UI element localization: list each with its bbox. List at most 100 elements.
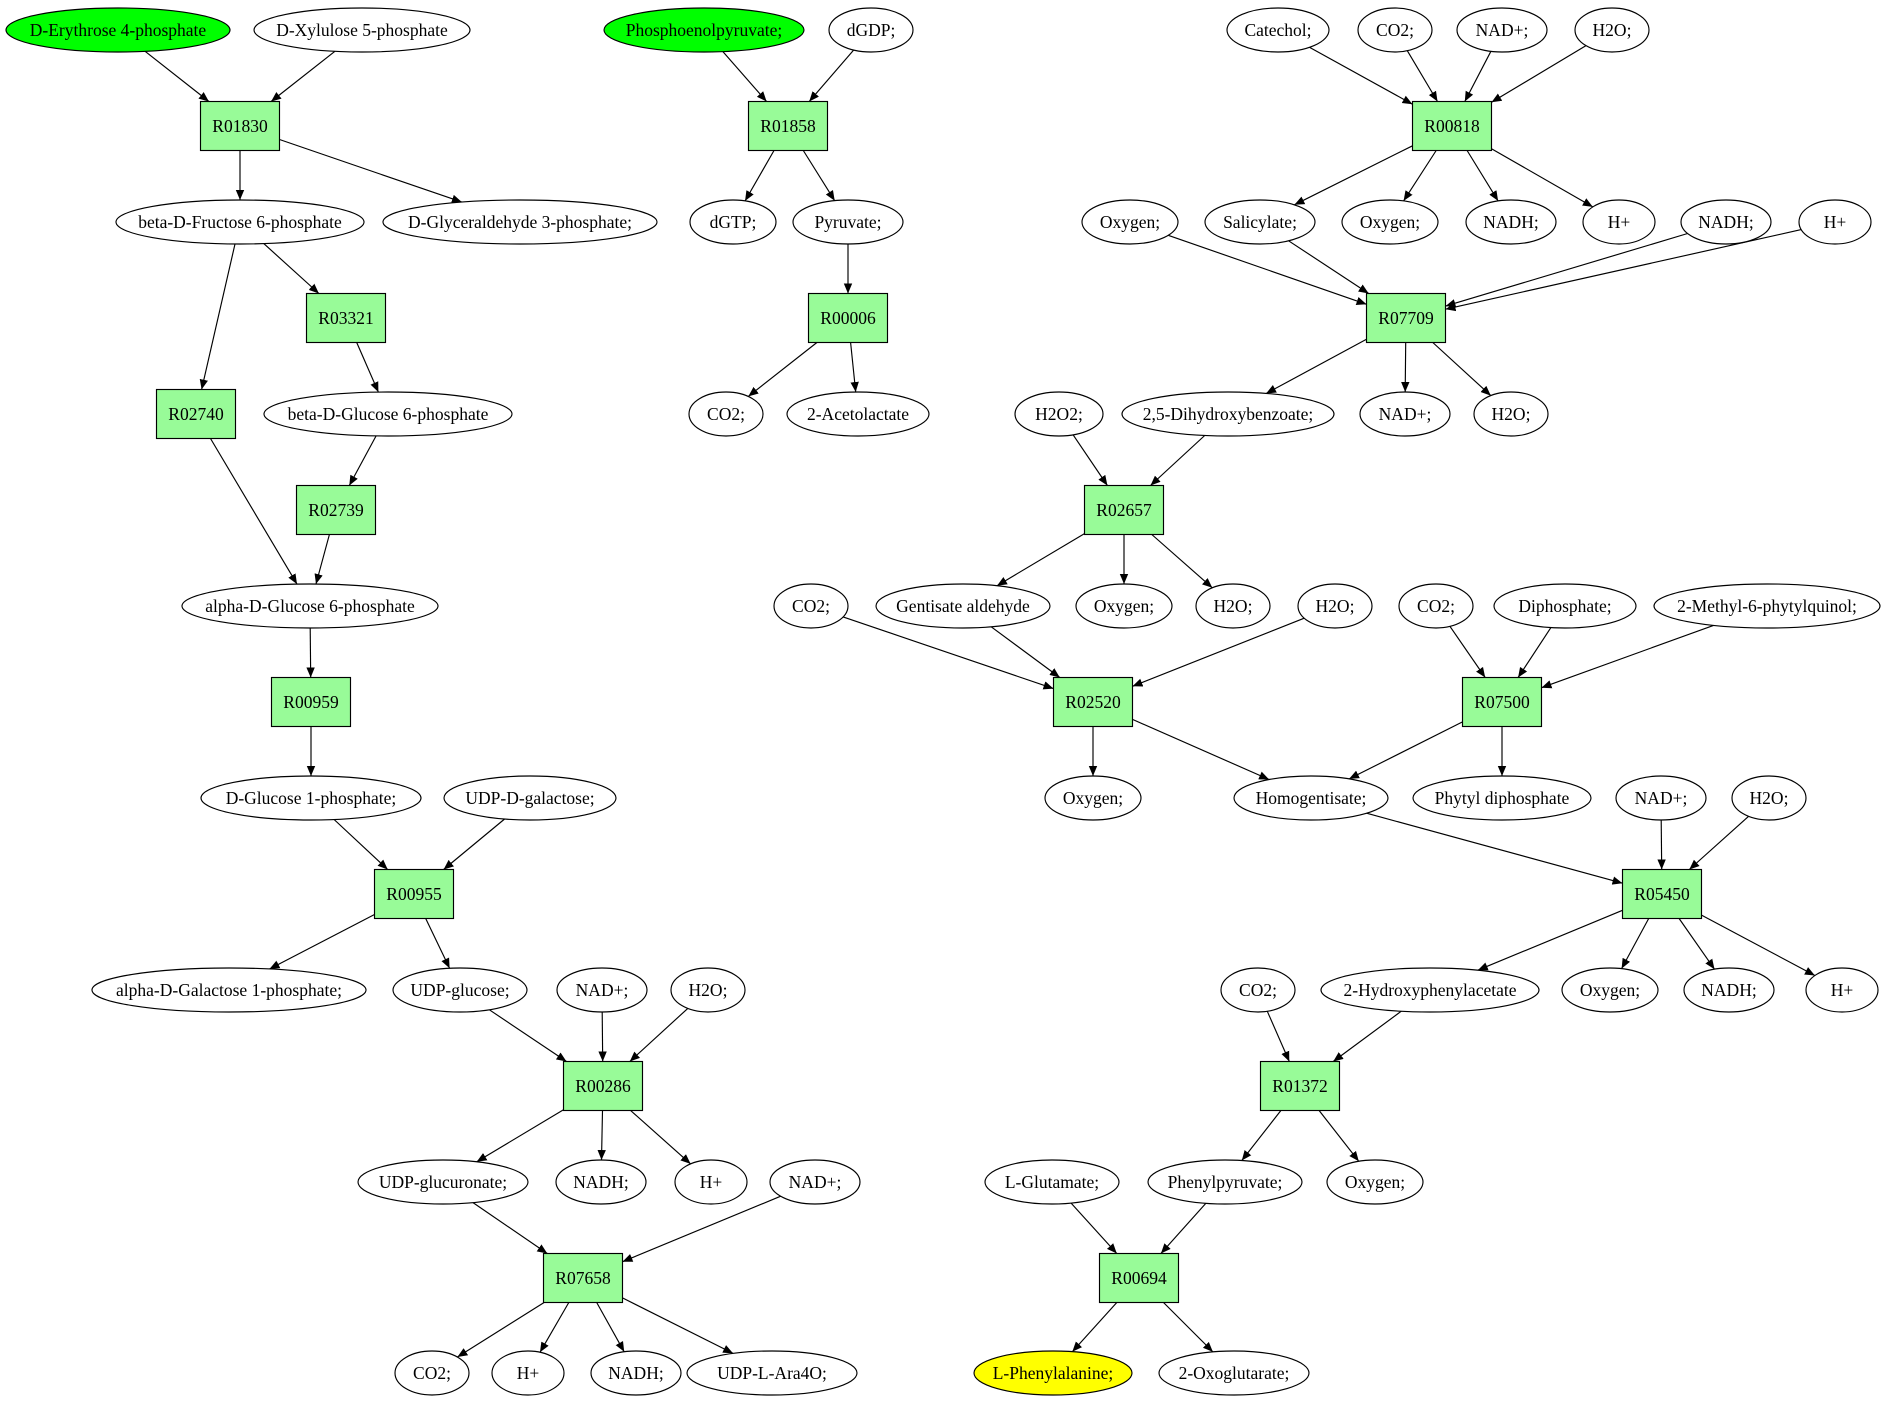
compound-node-c-hgs: Homogentisate; [1233, 775, 1389, 821]
edge-arrow [476, 1109, 564, 1163]
node-label: Homogentisate; [1256, 788, 1367, 808]
compound-ellipse [1561, 967, 1659, 1013]
edge-arrow [630, 1110, 691, 1165]
compound-node-c-h2o-d: H2O; [1473, 391, 1549, 437]
node-label: dGTP; [710, 212, 757, 232]
reaction-box [542, 1252, 624, 1304]
node-label: CO2; [413, 1363, 451, 1383]
compound-ellipse [1574, 7, 1650, 53]
node-label: 2,5-Dihydroxybenzoate; [1143, 404, 1314, 424]
node-label: H2O; [1492, 404, 1531, 424]
edge-arrow [1678, 918, 1715, 970]
reaction-box [155, 388, 237, 440]
reaction-node-r-r05450: R05450 [1621, 868, 1703, 920]
node-label: NAD+; [1635, 788, 1688, 808]
edge-arrow [722, 51, 768, 102]
edge-arrow [744, 150, 775, 202]
edge-arrow [1288, 240, 1370, 294]
compound-node-c-udpgal: UDP-D-galactose; [443, 775, 617, 821]
compound-node-c-h-d: H+ [1798, 199, 1872, 245]
compound-ellipse [1075, 583, 1173, 629]
edge-arrow [1477, 909, 1623, 971]
compound-node-c-pyr: Pyruvate; [792, 199, 904, 245]
reaction-box [295, 484, 377, 536]
edge-arrow [1132, 617, 1305, 687]
reaction-node-r-r00006: R00006 [807, 292, 889, 344]
edge-arrow [539, 1302, 570, 1353]
compound-ellipse [1121, 391, 1335, 437]
compound-ellipse [491, 1350, 565, 1396]
reaction-node-r-r02740: R02740 [155, 388, 237, 440]
compound-node-c-g3p: D-Glyceraldehyde 3-phosphate; [382, 199, 658, 245]
node-label: beta-D-Fructose 6-phosphate [138, 212, 342, 232]
edge-arrow [1241, 1110, 1282, 1161]
node-label: Diphosphate; [1518, 596, 1611, 616]
compound-node-c-bf6p: beta-D-Fructose 6-phosphate [115, 199, 365, 245]
node-label: R00694 [1111, 1268, 1167, 1288]
compound-ellipse [556, 967, 648, 1013]
compound-node-c-nadh-b: NADH; [590, 1350, 682, 1396]
compound-ellipse [1615, 775, 1707, 821]
compound-ellipse [253, 7, 471, 53]
reaction-box [270, 676, 352, 728]
compound-node-c-nadh-d: NADH; [1680, 199, 1772, 245]
edge-arrow [1168, 234, 1367, 305]
edge-arrow [1449, 626, 1486, 678]
edge-arrow [443, 818, 505, 870]
edge-arrow [802, 150, 836, 202]
compound-node-c-nadh-c: NADH; [1465, 199, 1557, 245]
compound-ellipse [689, 199, 777, 245]
node-label: R00818 [1424, 116, 1480, 136]
compound-node-c-ppyr: Phenylpyruvate; [1147, 1159, 1303, 1205]
compound-node-c-udpgluc: UDP-glucuronate; [357, 1159, 529, 1205]
edge-arrow [1160, 1202, 1207, 1254]
edge-arrow [596, 1302, 625, 1353]
compound-node-c-dgtp: dGTP; [689, 199, 777, 245]
node-label: NADH; [1701, 980, 1756, 1000]
compound-node-c-dgdp: dGDP; [828, 7, 914, 53]
reaction-box [1411, 100, 1493, 152]
node-label: Oxygen; [1345, 1172, 1405, 1192]
compound-ellipse [674, 1159, 748, 1205]
compound-node-c-glu: L-Glutamate; [984, 1159, 1120, 1205]
compound-node-c-h2o-a: H2O; [670, 967, 746, 1013]
compound-ellipse [1044, 775, 1142, 821]
node-label: UDP-L-Ara4O; [717, 1363, 827, 1383]
edge-arrow [598, 1011, 607, 1062]
edge-arrow [210, 438, 298, 585]
node-label: R01858 [760, 116, 816, 136]
reaction-node-r-r07500: R07500 [1461, 676, 1543, 728]
edge-arrow [1464, 51, 1492, 102]
compound-ellipse [1320, 967, 1540, 1013]
node-label: R01830 [212, 116, 268, 136]
reaction-box [1098, 1252, 1180, 1304]
compound-node-c-nadp-c: NAD+; [1456, 7, 1548, 53]
compound-ellipse [1341, 199, 1439, 245]
compound-ellipse [1158, 1350, 1310, 1396]
node-label: D-Erythrose 4-phosphate [30, 20, 207, 40]
compound-ellipse [1805, 967, 1879, 1013]
node-label: UDP-glucuronate; [379, 1172, 507, 1192]
compound-ellipse [1014, 391, 1104, 437]
compound-ellipse [1220, 967, 1296, 1013]
reaction-node-r-r03321: R03321 [305, 292, 387, 344]
compound-node-c-h2o-c: H2O; [1574, 7, 1650, 53]
node-label: alpha-D-Glucose 6-phosphate [205, 596, 415, 616]
compound-node-c-nadp-d: NAD+; [1359, 391, 1451, 437]
node-label: 2-Oxoglutarate; [1179, 1363, 1290, 1383]
edge-arrow [1445, 232, 1688, 308]
node-label: R02657 [1096, 500, 1152, 520]
node-label: H+ [700, 1172, 723, 1192]
reaction-box [373, 868, 455, 920]
node-label: CO2; [1417, 596, 1455, 616]
compound-ellipse [181, 583, 439, 629]
compound-ellipse [1357, 7, 1433, 53]
compound-node-c-mpq: 2-Methyl-6-phytylquinol; [1653, 583, 1881, 629]
edge-arrow [1070, 1202, 1118, 1254]
node-label: CO2; [1376, 20, 1414, 40]
compound-node-c-co2-b: CO2; [688, 391, 764, 437]
compound-ellipse [875, 583, 1051, 629]
edge-arrow [1309, 46, 1413, 105]
